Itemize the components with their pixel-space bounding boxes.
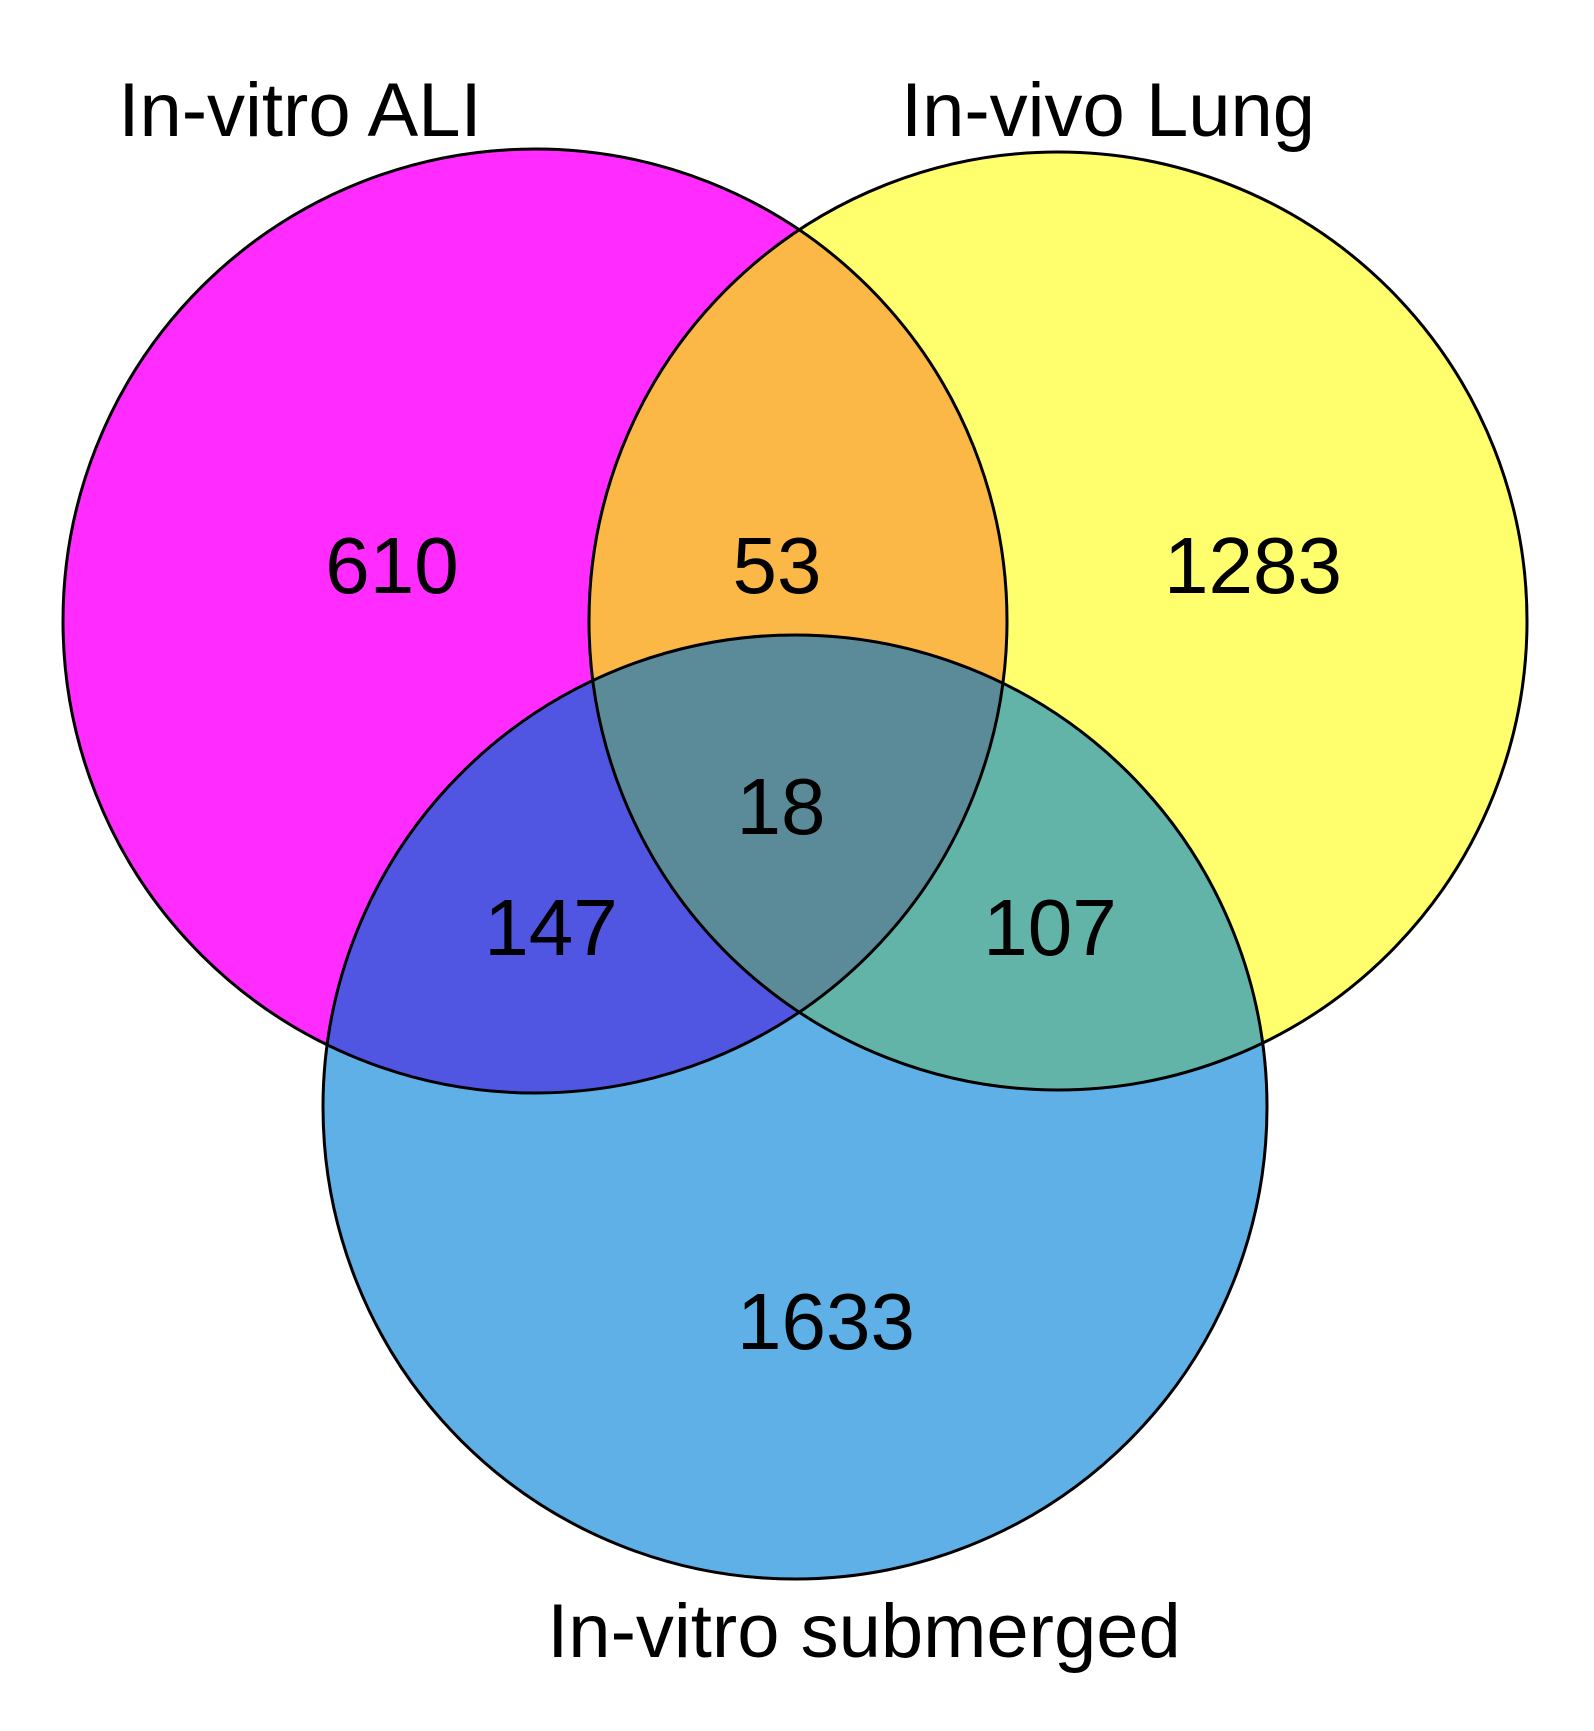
set-label-in-vitro-submerged: In-vitro submerged <box>547 1589 1181 1674</box>
region-ali-submerged-fill <box>323 635 1007 1093</box>
region-lung-submerged-fill <box>589 635 1267 1090</box>
set-label-in-vivo-lung: In-vivo Lung <box>901 68 1315 153</box>
count-submerged-only: 1633 <box>737 1277 915 1366</box>
count-lung-submerged: 107 <box>983 883 1116 972</box>
count-ali-only: 610 <box>325 521 458 610</box>
set-label-in-vitro-ali: In-vitro ALI <box>118 68 481 153</box>
count-lung-only: 1283 <box>1164 521 1342 610</box>
count-ali-submerged: 147 <box>484 883 617 972</box>
outline-in-vitro-ali <box>61 147 1009 1095</box>
count-all-three: 18 <box>737 762 826 851</box>
count-ali-lung: 53 <box>733 521 822 610</box>
outline-in-vivo-lung <box>587 150 1529 1092</box>
outline-in-vitro-submerged <box>321 633 1269 1581</box>
